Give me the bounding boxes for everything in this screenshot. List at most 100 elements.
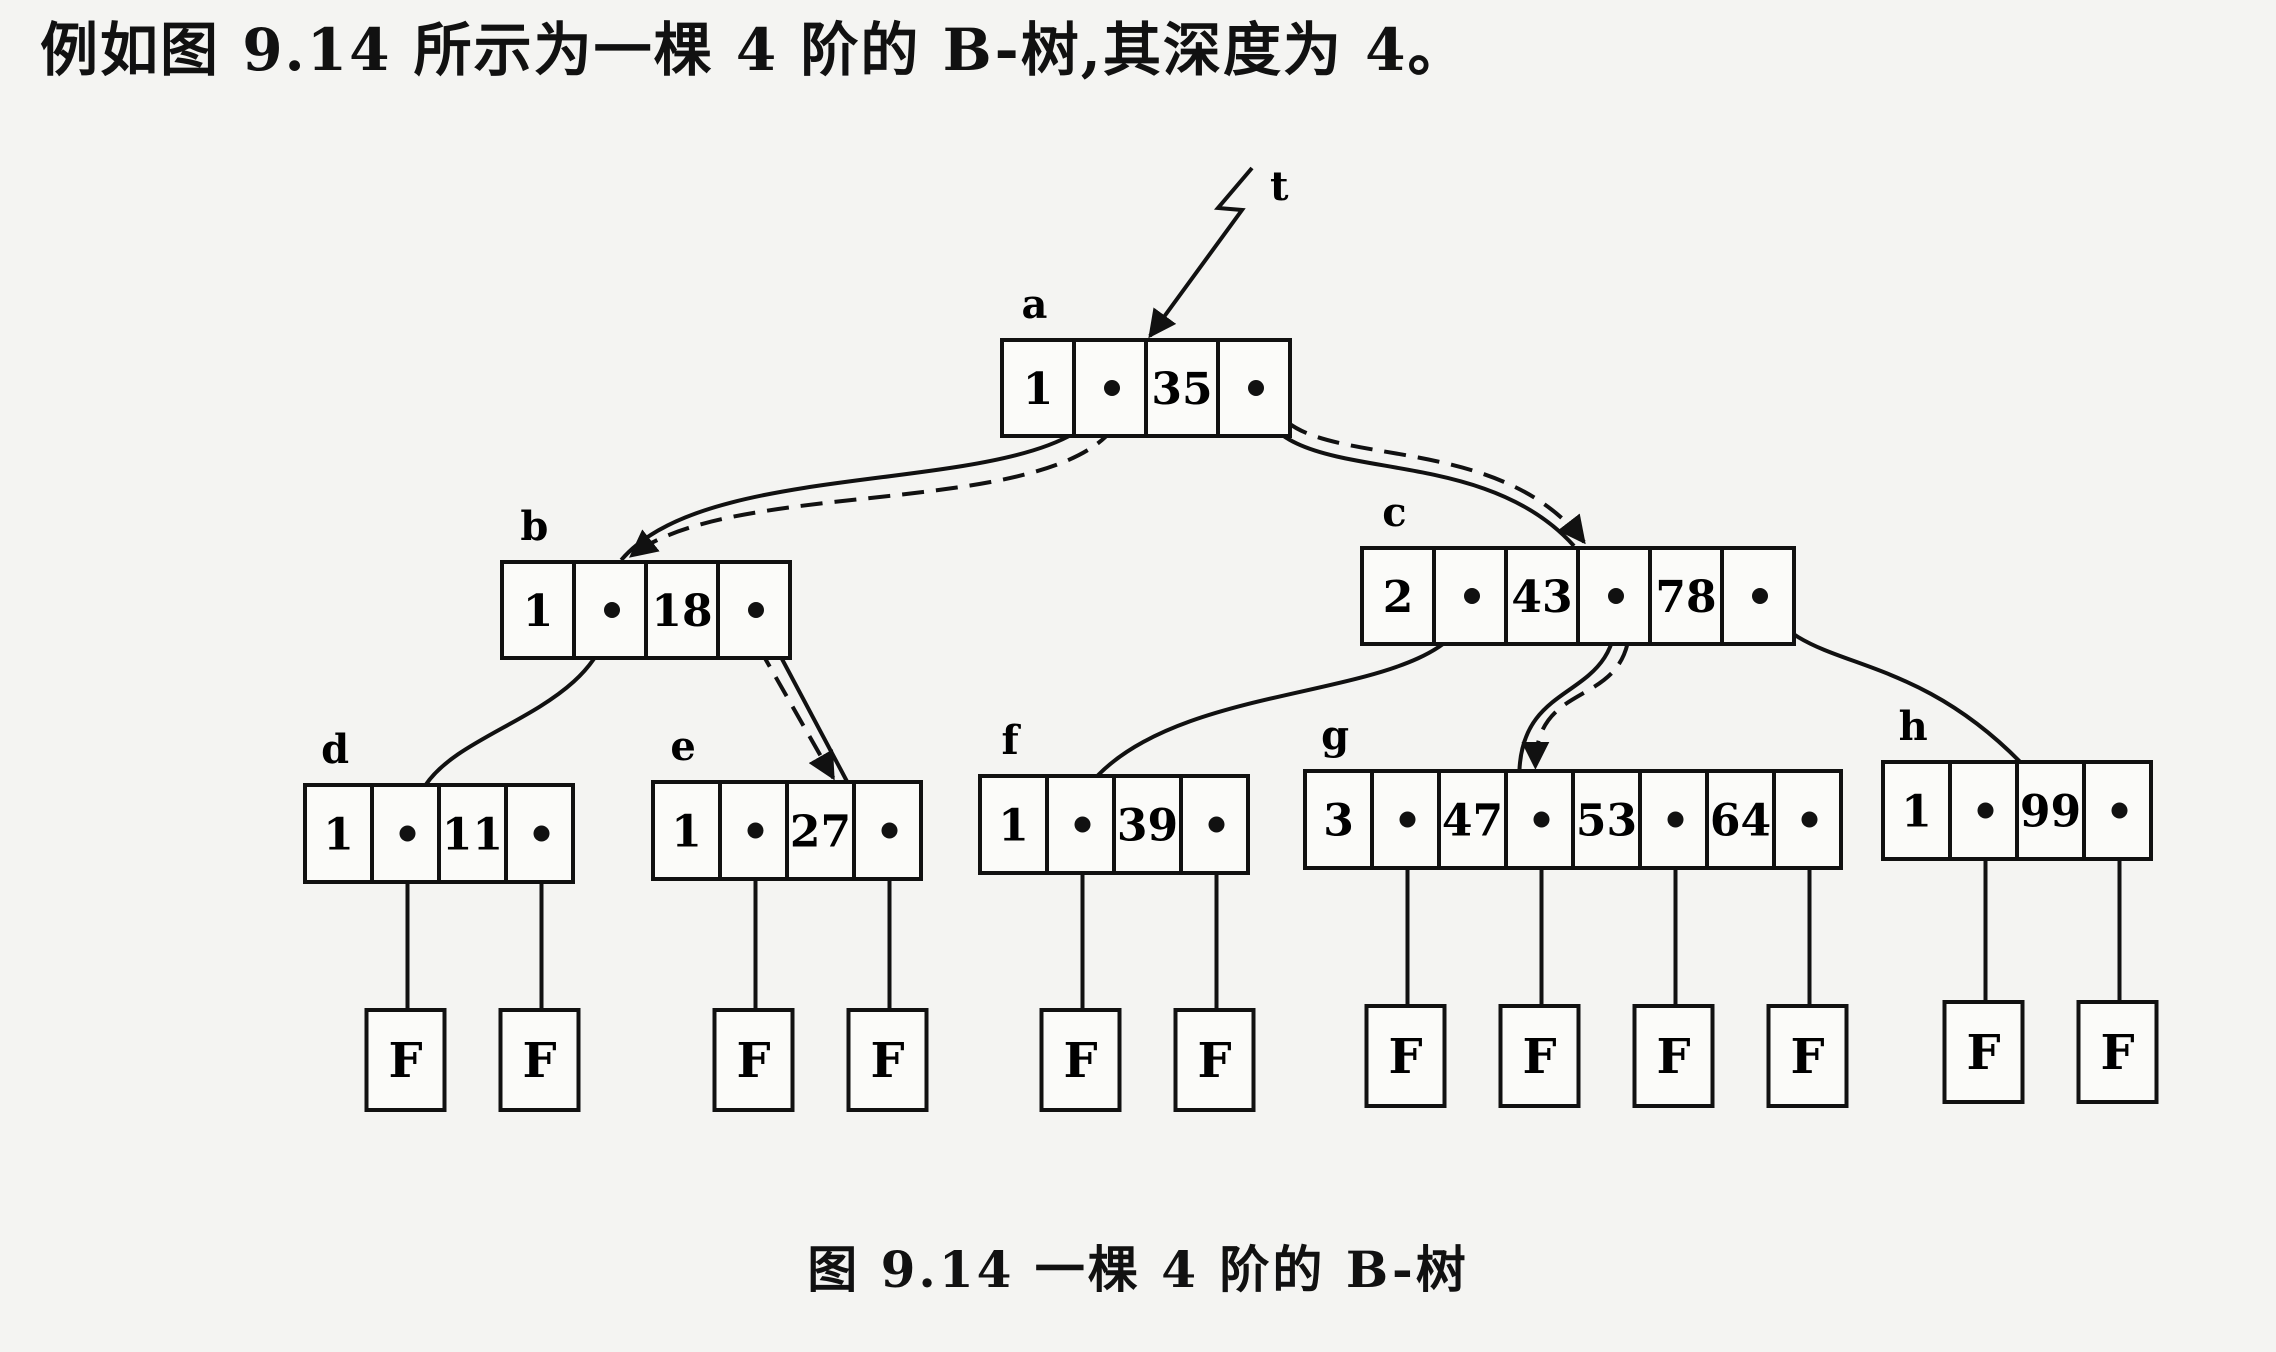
node-label-f: f	[1002, 717, 1022, 764]
pointer-dot-h-0	[1977, 802, 1994, 819]
key-g-2: 64	[1710, 796, 1771, 847]
key-count-h: 1	[1901, 787, 1932, 838]
key-g-1: 53	[1576, 796, 1637, 847]
failure-node-box	[712, 1008, 795, 1112]
node-label-c: c	[1382, 489, 1406, 536]
failure-node-box	[1632, 1004, 1715, 1108]
failure-node-box	[498, 1008, 581, 1112]
key-count-g: 3	[1323, 796, 1354, 847]
failure-node-label: F	[1197, 1033, 1231, 1089]
node-b: b 1 18	[500, 503, 792, 660]
failure-node: F	[1942, 1000, 2025, 1104]
pointer-dot-d-0	[399, 825, 416, 842]
failure-node: F	[1766, 1004, 1849, 1108]
key-count-a: 1	[1023, 364, 1054, 415]
failure-node-box	[1942, 1000, 2025, 1104]
key-e-0: 27	[790, 807, 851, 858]
failure-node-label: F	[1790, 1029, 1824, 1085]
failure-node: F	[1632, 1004, 1715, 1108]
key-a-0: 35	[1151, 364, 1212, 415]
node-e: e 1 27	[651, 723, 923, 881]
node-label-b: b	[520, 503, 548, 550]
root-pointer	[1148, 166, 1254, 339]
tree-edge	[1254, 387, 1576, 548]
key-count-f: 1	[998, 801, 1029, 852]
pointer-dot-f-1	[1208, 816, 1225, 833]
node-label-a: a	[1021, 281, 1047, 328]
key-count-d: 1	[323, 810, 354, 861]
failure-node-label: F	[522, 1033, 556, 1089]
pointer-dot-g-0	[1399, 811, 1416, 828]
failure-node: F	[1498, 1004, 1581, 1108]
node-f: f 1 39	[978, 717, 1250, 875]
pointer-dot-g-3	[1801, 811, 1818, 828]
failure-node-label: F	[1063, 1033, 1097, 1089]
failure-node-label: F	[1388, 1029, 1422, 1085]
pointer-dot-g-2	[1667, 811, 1684, 828]
pointer-dot-e-0	[747, 822, 764, 839]
failure-node-label: F	[736, 1033, 770, 1089]
pointer-dot-h-1	[2111, 802, 2128, 819]
failure-node-label: F	[1522, 1029, 1556, 1085]
pointer-dot-c-2	[1752, 588, 1768, 604]
failure-node-label: F	[870, 1033, 904, 1089]
failure-node: F	[364, 1008, 447, 1112]
node-label-d: d	[321, 726, 349, 773]
failure-node-box	[364, 1008, 447, 1112]
node-a: a 1 35	[1000, 281, 1292, 438]
failure-node-label: F	[1656, 1029, 1690, 1085]
failure-node: F	[498, 1008, 581, 1112]
pointer-dot-c-0	[1464, 588, 1480, 604]
key-count-e: 1	[671, 807, 702, 858]
node-label-g: g	[1321, 712, 1349, 759]
key-f-0: 39	[1117, 801, 1178, 852]
key-h-0: 99	[2020, 787, 2081, 838]
failure-node: F	[1173, 1008, 1256, 1112]
intro-text: 例如图 9.14 所示为一棵 4 阶的 B-树,其深度为 4。	[40, 16, 1468, 84]
key-count-b: 1	[523, 586, 554, 637]
key-count-c: 2	[1383, 572, 1414, 623]
key-d-0: 11	[442, 810, 503, 861]
key-c-0: 43	[1511, 572, 1572, 623]
failure-node-box	[846, 1008, 929, 1112]
failure-node-box	[1766, 1004, 1849, 1108]
failure-node: F	[846, 1008, 929, 1112]
node-c: c 2 43 78	[1360, 489, 1796, 646]
failure-node-label: F	[1966, 1025, 2000, 1081]
failure-node-label: F	[2100, 1025, 2134, 1081]
search-path-edge	[1268, 393, 1586, 545]
key-c-1: 78	[1655, 572, 1716, 623]
search-path-edge	[628, 397, 1130, 558]
pointer-dot-b-1	[748, 602, 764, 618]
failure-node-box	[2076, 1000, 2159, 1104]
figure-caption: 图 9.14 一棵 4 阶的 B-树	[807, 1240, 1469, 1299]
failure-node: F	[1364, 1004, 1447, 1108]
pointer-dot-a-1	[1248, 380, 1264, 396]
key-b-0: 18	[651, 586, 712, 637]
failure-node: F	[1039, 1008, 1122, 1112]
failure-node-box	[1364, 1004, 1447, 1108]
key-g-0: 47	[1442, 796, 1503, 847]
pointer-dot-f-0	[1074, 816, 1091, 833]
search-path-edge	[740, 617, 836, 781]
pointer-dot-e-1	[881, 822, 898, 839]
node-label-e: e	[670, 723, 695, 770]
failure-node: F	[712, 1008, 795, 1112]
failure-node-box	[1039, 1008, 1122, 1112]
tree-edge	[1758, 595, 2022, 764]
node-label-h: h	[1899, 703, 1928, 750]
failure-node-label: F	[388, 1033, 422, 1089]
pointer-dot-g-1	[1533, 811, 1550, 828]
node-g: g 3 47 53 64	[1303, 712, 1843, 870]
root-pointer-label: t	[1270, 163, 1289, 210]
failure-node-box	[1498, 1004, 1581, 1108]
failure-node-box	[1173, 1008, 1256, 1112]
failure-node: F	[2076, 1000, 2159, 1104]
node-h: h 1 99	[1881, 703, 2153, 861]
pointer-dot-c-1	[1608, 588, 1624, 604]
pointer-dot-b-0	[604, 602, 620, 618]
pointer-dot-a-0	[1104, 380, 1120, 396]
